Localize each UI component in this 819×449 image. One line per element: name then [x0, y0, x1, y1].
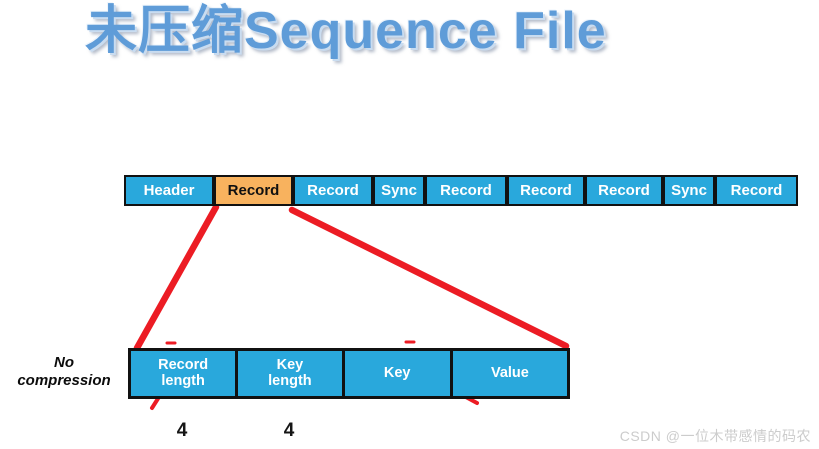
block-label: Record [598, 181, 650, 199]
block-record: Record [427, 177, 505, 204]
csdn-watermark: CSDN @一位木带感情的码农 [619, 428, 811, 444]
block-label: Sync [381, 181, 417, 199]
block-label: Sync [671, 181, 707, 199]
block-record: Record [509, 177, 583, 204]
record-zoom-line-left [133, 203, 220, 352]
field-key: Key [344, 351, 450, 396]
no-compression-label: No compression [17, 354, 111, 389]
block-label: Record [730, 181, 783, 199]
block-label: Record [307, 181, 359, 199]
record-detail-row: Record length Key length Key Value [128, 348, 570, 399]
block-label: Header [143, 181, 195, 199]
block-header: Header [126, 177, 212, 204]
record-zoom-line-right [288, 206, 570, 350]
field-key-length: Key length [238, 351, 342, 396]
key-length-bytes: 4 [283, 420, 295, 441]
block-sync: Sync [375, 177, 423, 204]
record-length-bytes: 4 [176, 420, 188, 441]
block-record: Record [587, 177, 661, 204]
field-label: Key length [268, 357, 312, 389]
block-label: Record [227, 181, 280, 199]
field-label: Record length [158, 357, 209, 389]
block-label: Record [520, 181, 572, 199]
field-label: Value [490, 364, 529, 381]
block-sync: Sync [665, 177, 713, 204]
field-value: Value [452, 351, 568, 396]
field-label: Key [383, 364, 411, 381]
block-record: Record [295, 177, 371, 204]
block-record: Record [717, 177, 796, 204]
page-title: 未压缩Sequence File [85, 2, 607, 60]
block-label: Record [440, 181, 492, 199]
sequence-file-row: Header Record Record Sync Record Record … [124, 175, 798, 206]
block-record-highlighted: Record [216, 177, 291, 204]
field-record-length: Record length [131, 351, 236, 396]
